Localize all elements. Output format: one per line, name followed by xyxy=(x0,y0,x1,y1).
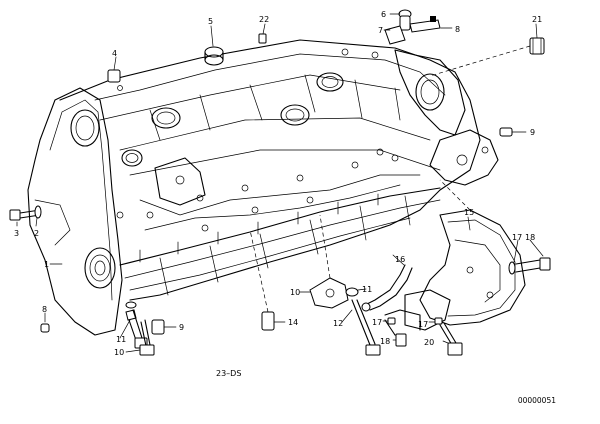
part-washer-17-right xyxy=(508,261,516,275)
callout-labels: 1 2 3 4 5 6 7 8 21 22 9 15 16 17 18 10 1… xyxy=(14,10,542,357)
callout-9-bottom: 9 xyxy=(179,323,184,332)
callout-2: 2 xyxy=(34,229,39,238)
part-bolt-12 xyxy=(351,299,381,356)
callout-7: 7 xyxy=(378,26,383,35)
callout-14: 14 xyxy=(288,318,298,327)
part-dowel-14 xyxy=(249,229,275,331)
callout-6: 6 xyxy=(381,10,386,19)
callout-9-right: 9 xyxy=(530,128,535,137)
part-cover-15 xyxy=(419,179,526,326)
callout-3: 3 xyxy=(14,229,19,238)
callout-12: 12 xyxy=(333,319,343,328)
part-dowel-9 xyxy=(499,127,513,137)
callout-18-bottom: 18 xyxy=(380,337,390,346)
callout-17-left: 17 xyxy=(372,318,382,327)
callout-10-center: 10 xyxy=(290,288,300,297)
callout-11-left: 11 xyxy=(116,335,126,344)
engine-block xyxy=(27,39,499,336)
part-fitting-7 xyxy=(384,25,406,45)
part-washer-2 xyxy=(34,205,42,219)
part-bolt-10 xyxy=(125,309,148,349)
callout-21: 21 xyxy=(532,15,542,24)
part-bracket-plate xyxy=(384,289,451,331)
callout-1: 1 xyxy=(44,260,49,269)
leader-21 xyxy=(429,45,531,77)
image-number: 00000051 xyxy=(518,396,556,405)
part-washer-11-left xyxy=(125,301,137,309)
part-dowel-8-left xyxy=(40,323,50,333)
part-bolt-17-left xyxy=(384,317,396,336)
callout-17-right: 17 xyxy=(512,233,522,242)
callout-17-mid: 17 xyxy=(418,320,428,329)
part-plug-22 xyxy=(258,33,267,44)
part-pipe-8 xyxy=(409,16,441,33)
callout-4: 4 xyxy=(112,49,117,58)
callout-10-left: 10 xyxy=(114,348,124,357)
diagram-code: 23–DS xyxy=(216,369,241,378)
callout-18-right: 18 xyxy=(525,233,535,242)
part-cap-4 xyxy=(107,69,121,83)
callout-20: 20 xyxy=(424,338,434,347)
part-sleeve-9-bottom xyxy=(151,319,165,335)
callout-22: 22 xyxy=(259,15,269,24)
part-pipe-16 xyxy=(361,264,413,312)
part-bolt-18-bottom xyxy=(395,333,407,347)
callout-15: 15 xyxy=(464,208,474,217)
callout-16: 16 xyxy=(395,255,405,264)
leader-lines xyxy=(16,13,544,353)
part-bolt-20 xyxy=(439,322,463,356)
part-bolt-17-right xyxy=(434,317,443,325)
part-washer-11-center xyxy=(345,287,359,297)
callout-8-left: 8 xyxy=(42,305,47,314)
callout-8: 8 xyxy=(455,25,460,34)
part-bracket-10-center xyxy=(309,214,349,309)
callout-5: 5 xyxy=(208,17,213,26)
part-bolt-18-right xyxy=(515,257,551,273)
callout-11-center: 11 xyxy=(362,285,372,294)
part-plug-21 xyxy=(529,37,545,55)
part-sleeve-5 xyxy=(204,46,224,66)
